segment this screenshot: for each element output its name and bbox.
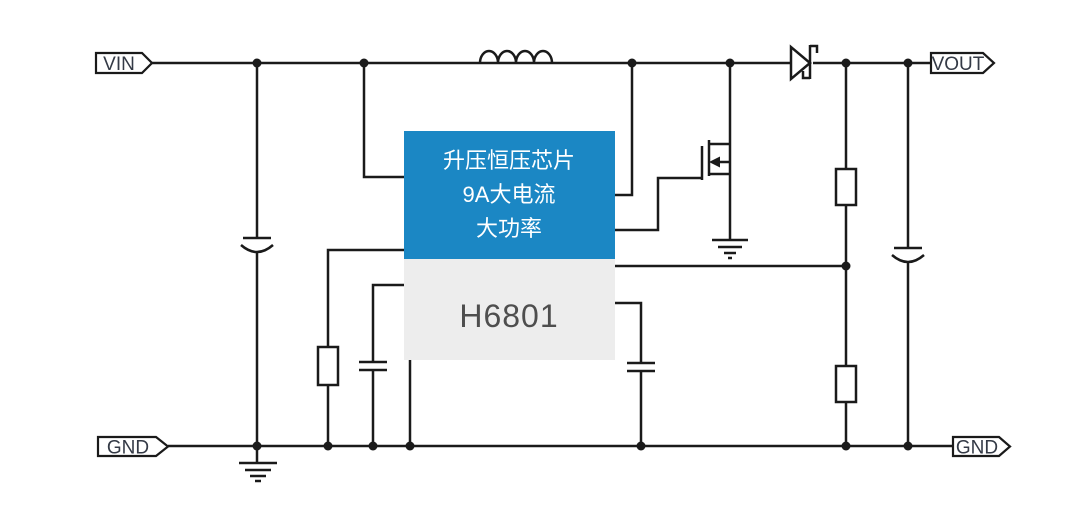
junction-dot: [405, 441, 415, 451]
junction-dot: [841, 441, 851, 451]
vin-tag: VIN: [94, 51, 154, 75]
junction-dot: [725, 58, 735, 68]
mosfet-arrow: [709, 156, 720, 168]
junction-dots: [252, 58, 913, 451]
junction-dot: [903, 441, 913, 451]
chip-feature-line-3: 大功率: [476, 216, 542, 241]
gnd-tag-left-shape: [96, 435, 170, 458]
gnd-tag-right: GND: [951, 435, 1012, 459]
junction-dot: [252, 58, 262, 68]
junction-dot: [368, 441, 378, 451]
gnd-tag-left: GND: [96, 435, 170, 459]
compensation-capacitor-icon: [627, 361, 655, 373]
junction-dot: [841, 261, 851, 271]
bypass-capacitor-icon: [359, 360, 387, 372]
wire-enable-pin: [326, 248, 405, 347]
schottky-diode-icon: [789, 44, 819, 82]
chip-feature-line-2: 9A大电流: [463, 182, 556, 207]
output-capacitor-icon: [891, 246, 925, 264]
wire-gate-drive: [615, 176, 702, 232]
junction-dot: [627, 58, 637, 68]
vout-tag: VOUT: [929, 51, 996, 75]
nmos-mosfet-icon: [700, 140, 730, 180]
input-ground-icon: [239, 461, 277, 483]
chip-part-block: [404, 259, 615, 360]
diode-triangle: [789, 44, 812, 82]
chip-part-number: H6801: [459, 298, 558, 334]
vout-tag-label: VOUT: [932, 54, 985, 75]
input-cap-plate-curved: [240, 244, 274, 254]
junction-dot: [636, 441, 646, 451]
wire-group: [152, 61, 953, 463]
chip-feature-block: [404, 131, 615, 259]
chip-feature-line-1: 升压恒压芯片: [443, 148, 575, 173]
wire-bypass-pin: [371, 283, 405, 362]
wire-vin-pin: [362, 63, 405, 179]
junction-dot: [323, 441, 333, 451]
feedback-resistor-lower-icon: [834, 364, 858, 404]
gnd-tag-right-shape: [951, 435, 1012, 458]
wire-comp-pin: [615, 301, 643, 363]
input-capacitor-icon: [240, 236, 274, 254]
diode-cathode-bar: [801, 44, 819, 80]
junction-dot: [252, 441, 262, 451]
junction-dot: [359, 58, 369, 68]
mosfet-ground-icon: [712, 238, 748, 260]
output-cap-plate-curved: [891, 254, 925, 264]
vin-tag-shape: [94, 51, 154, 75]
junction-dot: [903, 58, 913, 68]
vout-tag-shape: [929, 51, 996, 75]
wire-sw-pin: [615, 63, 634, 197]
enable-resistor-icon: [316, 345, 340, 387]
feedback-resistor-upper-icon: [834, 167, 858, 207]
inductor-icon: [478, 49, 554, 64]
junction-dot: [841, 58, 851, 68]
gnd-tag-left-label: GND: [107, 438, 149, 459]
vin-tag-label: VIN: [103, 54, 135, 75]
gnd-tag-right-label: GND: [956, 438, 998, 459]
